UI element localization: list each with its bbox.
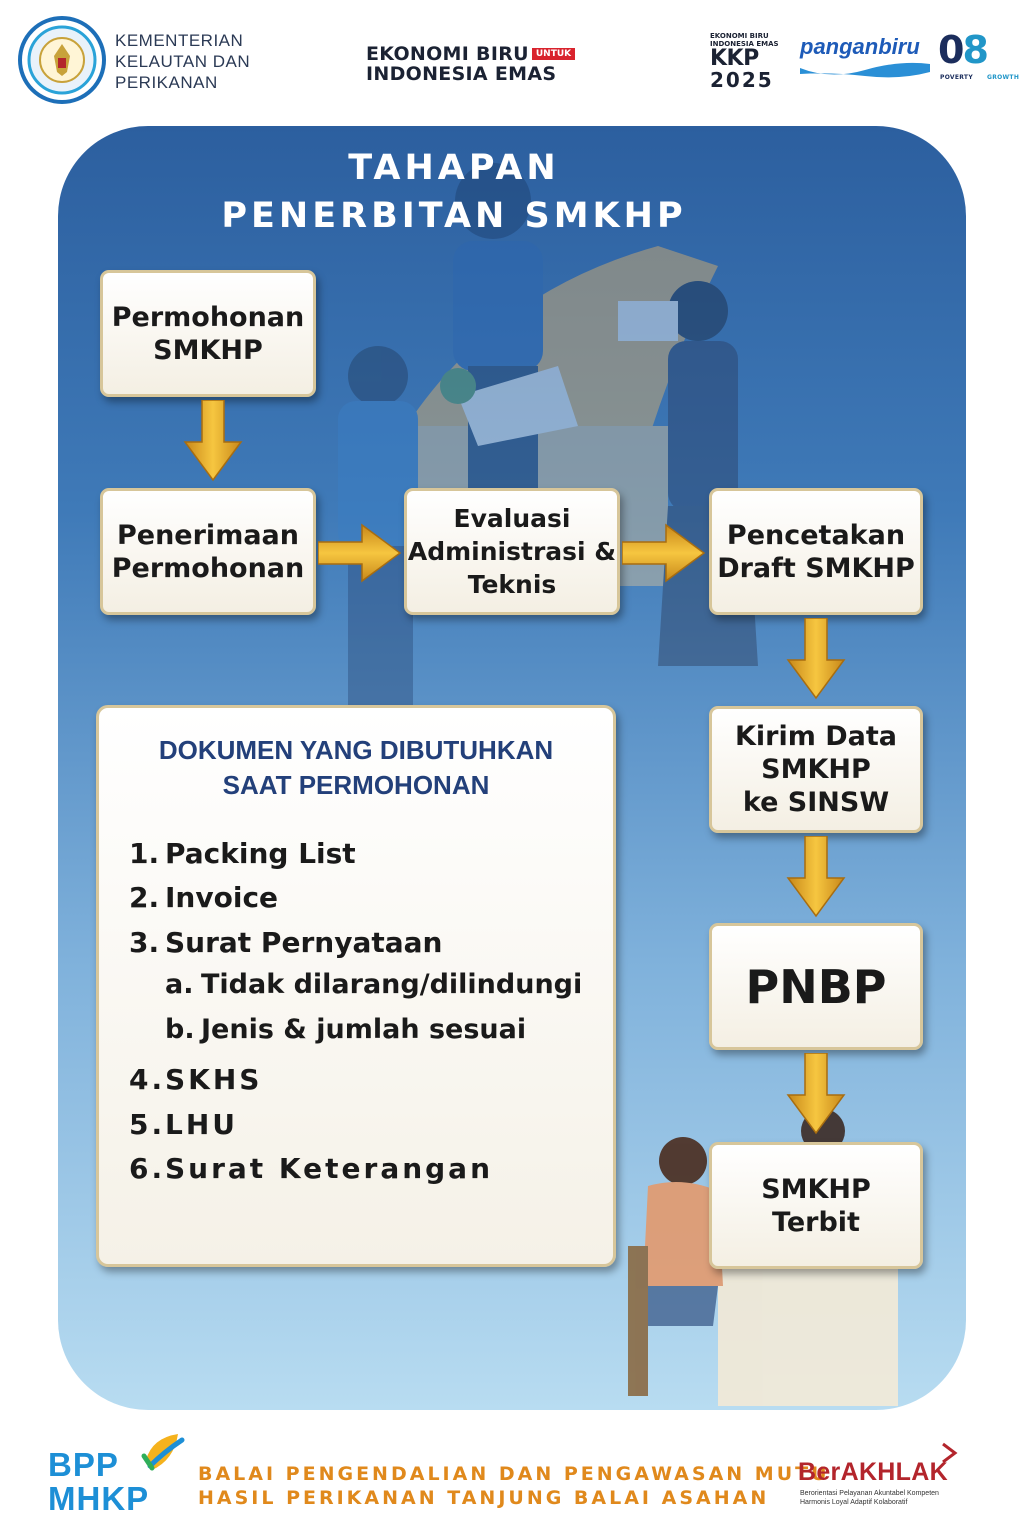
berakhlak-logo: BerAKHLAK [798, 1458, 948, 1486]
list-item: 5.LHU [129, 1108, 239, 1141]
arrow-down-icon [786, 836, 846, 918]
required-documents-box: DOKUMEN YANG DIBUTUHKAN SAAT PERMOHONAN … [96, 705, 616, 1267]
header: KEMENTERIAN KELAUTAN DAN PERIKANAN EKONO… [0, 0, 1024, 118]
chevron-right-icon [942, 1442, 958, 1464]
ministry-name: KEMENTERIAN KELAUTAN DAN PERIKANAN [115, 31, 251, 92]
arrow-right-icon [622, 523, 706, 583]
arrow-down-icon [786, 618, 846, 700]
kkp-emblem-icon [18, 16, 106, 104]
berakhlak-tagline: Berorientasi Pelayanan Akuntabel Kompete… [800, 1490, 939, 1506]
list-subitem: b.Jenis & jumlah sesuai [165, 1014, 527, 1045]
zero8-logo: 08 [938, 28, 989, 72]
kkp-2025-logo: EKONOMI BIRU INDONESIA EMAS KKP 2025 [710, 32, 779, 92]
office-name: BALAI PENGENDALIAN DAN PENGAWASAN MUTU H… [198, 1463, 830, 1509]
documents-subheading: SAAT PERMOHONAN [222, 770, 490, 800]
list-subitem: a.Tidak dilarang/dilindungi [165, 969, 583, 1000]
arrow-right-icon [318, 523, 402, 583]
page-title-line1: TAHAPAN [348, 148, 560, 188]
wave-icon [800, 62, 930, 78]
list-item: 6.Surat Keterangan [129, 1152, 494, 1185]
list-item: 1.Packing List [129, 837, 356, 870]
page-title-line2: PENERBITAN SMKHP [221, 196, 687, 236]
list-item: 4.SKHS [129, 1063, 263, 1096]
step-pnbp: PNBP [709, 923, 923, 1050]
list-item: 3.Surat Pernyataan [129, 926, 443, 959]
leaf-check-icon [141, 1434, 185, 1471]
documents-heading: DOKUMEN YANG DIBUTUHKAN [158, 735, 554, 765]
panganbiru-logo: panganbiru [800, 34, 920, 59]
bppmhkp-logo: BPP MHKP [48, 1446, 150, 1517]
list-item: 2.Invoice [129, 881, 279, 914]
arrow-down-icon [183, 400, 243, 482]
arrow-down-icon [786, 1053, 846, 1135]
